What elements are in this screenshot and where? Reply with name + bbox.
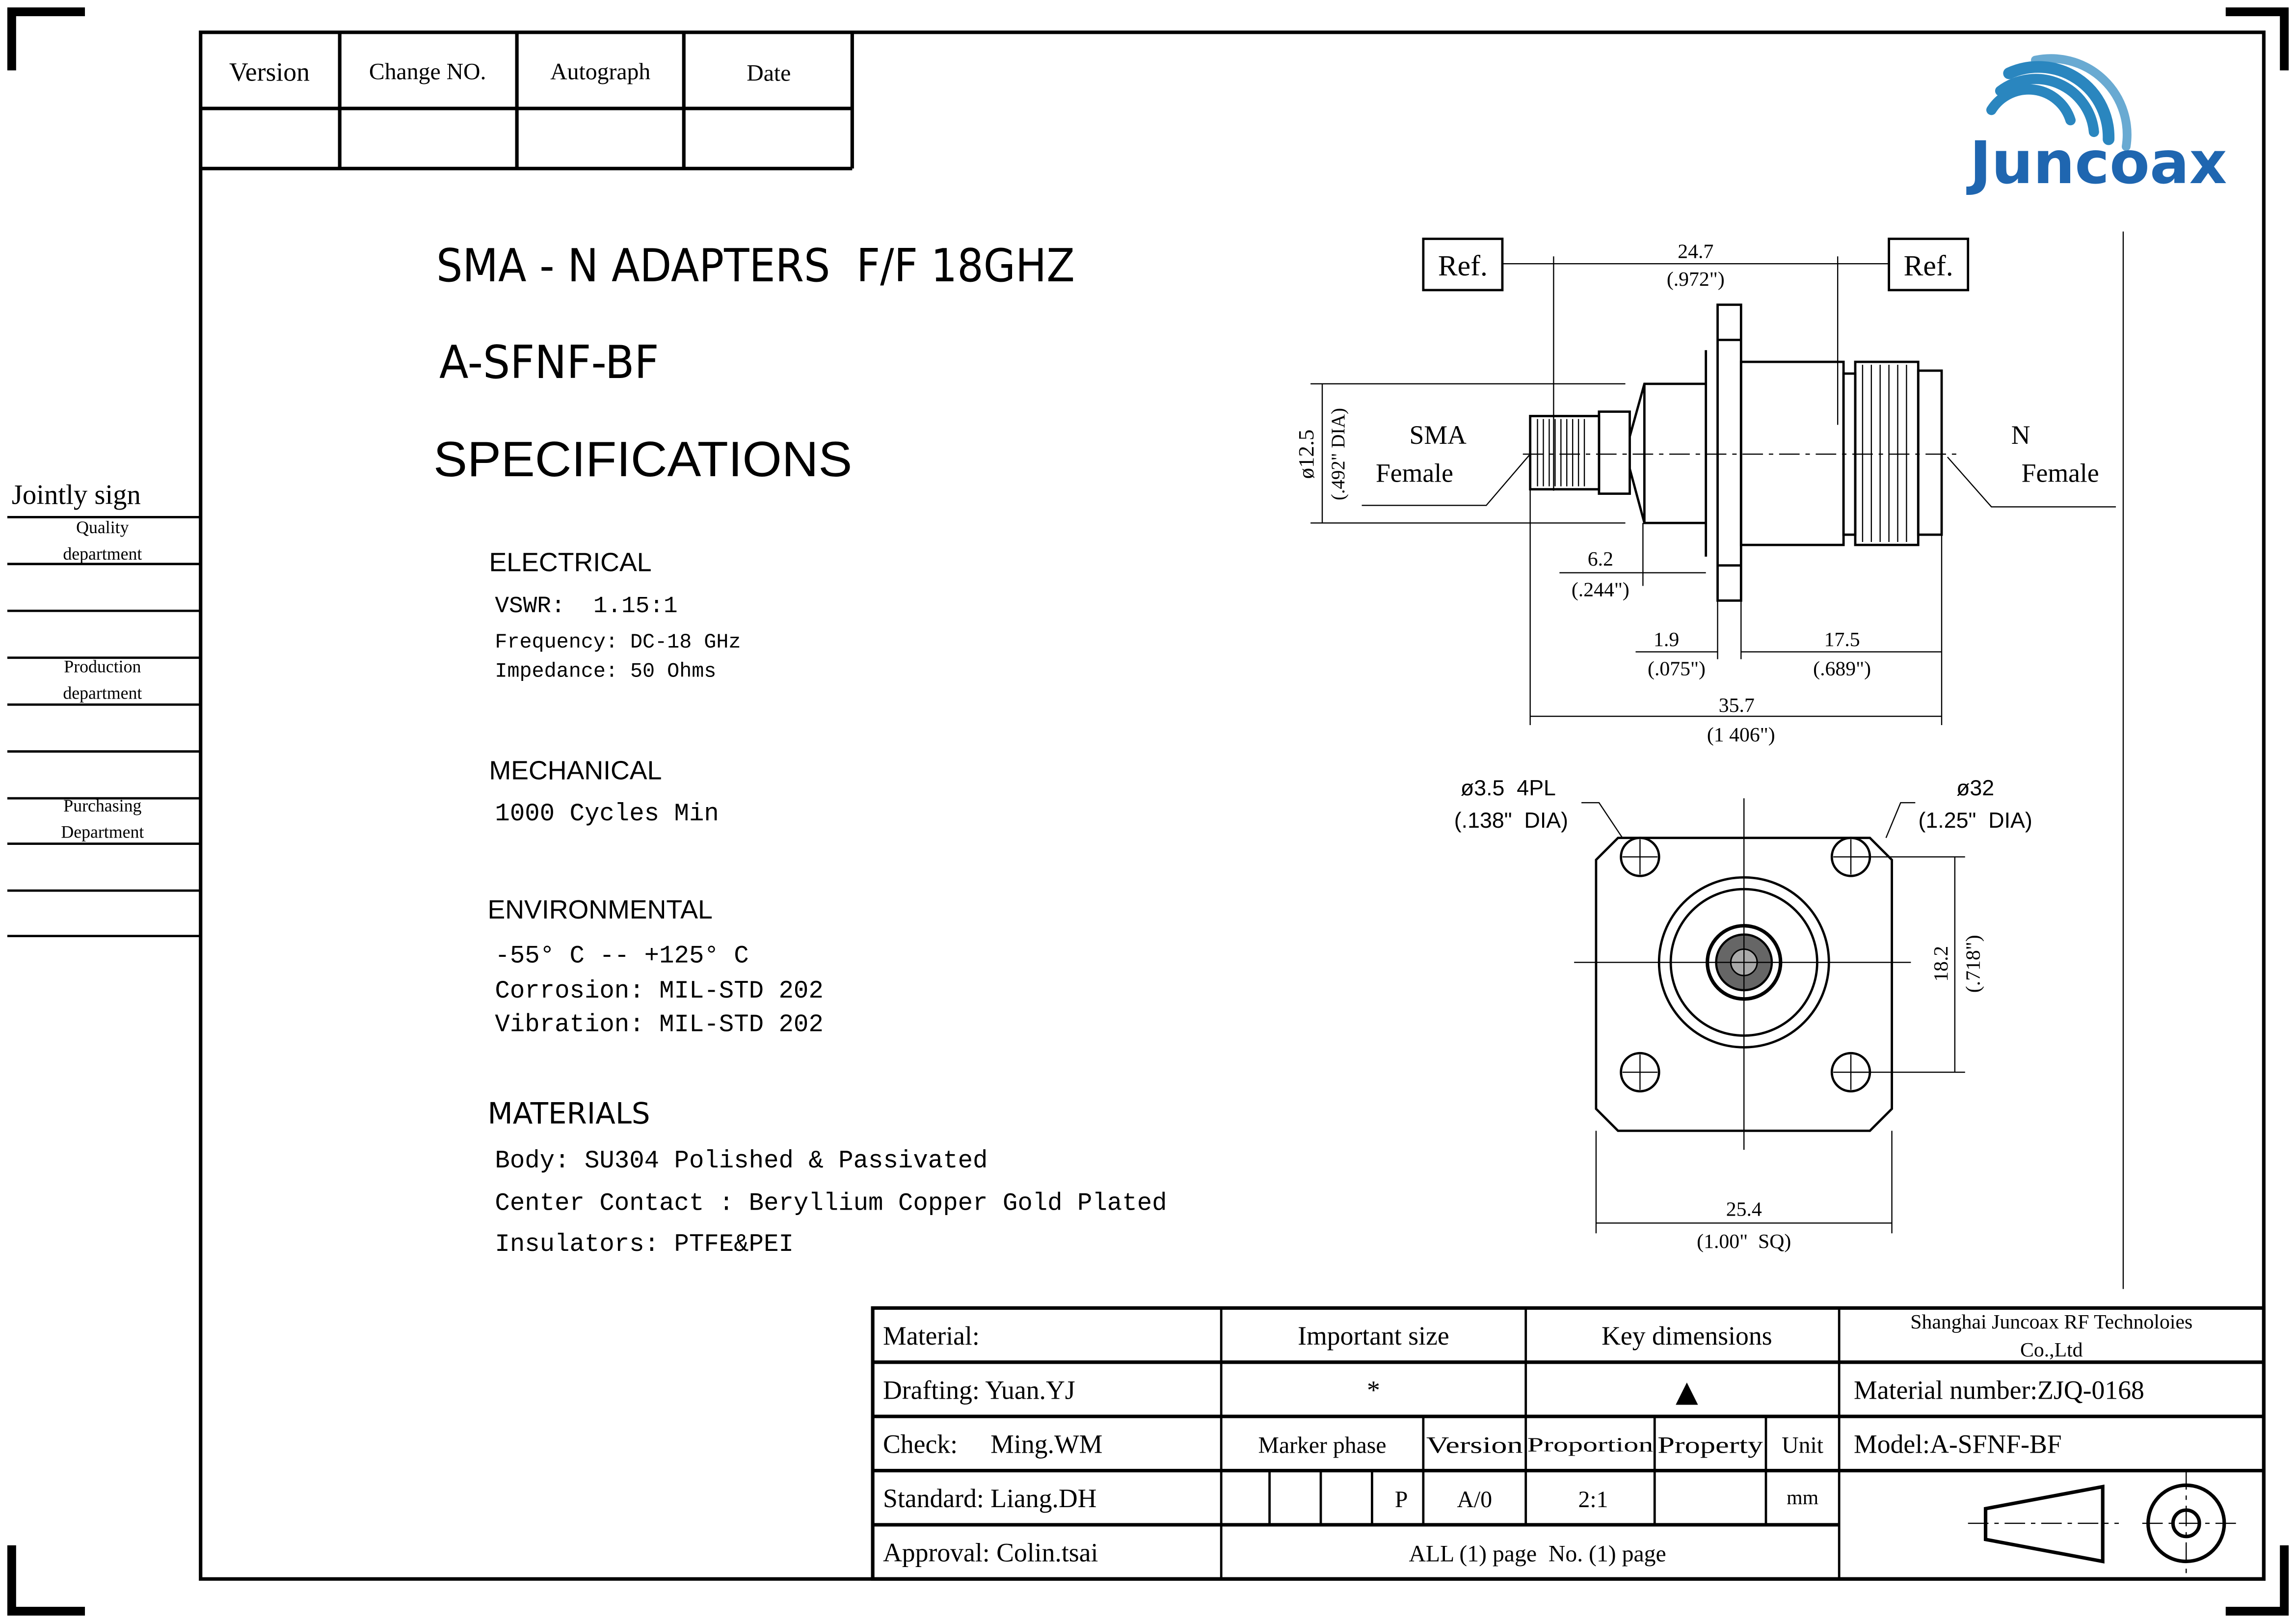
marker-phase-label: Marker phase [1258, 1433, 1387, 1459]
n-label: N [2011, 420, 2030, 450]
model: Model:A-SFNF-BF [1854, 1430, 2062, 1459]
dim-1-9: 1.9 [1654, 628, 1679, 651]
dept-quality-2: department [63, 544, 142, 564]
version-label: Version [1426, 1433, 1523, 1459]
product-title: SMA - N ADAPTERS F/F 18GHZ [436, 239, 1075, 292]
flange-dia-in: (1.25" DIA) [1919, 808, 2032, 833]
rev-header-autograph: Autograph [550, 58, 650, 84]
sma-label-2: Female [1376, 459, 1453, 488]
n-label-2: Female [2022, 459, 2099, 488]
projection-symbol-icon [1968, 1469, 2241, 1579]
dim-17-5: 17.5 [1824, 628, 1860, 651]
dim-25-4-in: (1.00" SQ) [1697, 1230, 1791, 1253]
mechanical-heading: MECHANICAL [489, 756, 662, 785]
dim-24-7-in: (.972") [1667, 268, 1725, 291]
material-label: Material: [883, 1321, 980, 1351]
dim-dia-12-5: ø12.5 [1294, 430, 1318, 479]
part-number: A-SFNF-BF [439, 336, 659, 389]
side-view-drawing: Ref. Ref. 24.7 (.972") ø12.5 (.492" DIA)… [1294, 231, 2124, 1289]
unit-label: Unit [1782, 1433, 1823, 1459]
rev-header-version: Version [229, 57, 310, 86]
rev-header-date: Date [747, 60, 791, 86]
spec-insulators: Insulators: PTFE&PEI [495, 1231, 794, 1259]
electrical-heading: ELECTRICAL [489, 548, 651, 577]
hole-label-in: (.138" DIA) [1454, 808, 1568, 833]
spec-temperature: -55° C -- +125° C [495, 942, 748, 970]
sma-label: SMA [1410, 420, 1467, 450]
dim-18-2: 18.2 [1930, 946, 1952, 982]
company-name: Shanghai Juncoax RF Technoloies [1910, 1311, 2192, 1333]
dim-6-2: 6.2 [1588, 548, 1613, 570]
important-size-label: Important size [1298, 1321, 1449, 1351]
dept-production: Production [64, 657, 141, 676]
jointly-sign-title: Jointly sign [12, 479, 141, 510]
spec-contact: Center Contact : Beryllium Copper Gold P… [495, 1190, 1167, 1217]
spec-vswr: VSWR: 1.15:1 [495, 593, 677, 620]
front-view-drawing: 18.2 (.718") 25.4 (1.00" SQ) ø3.5 4PL (.… [1454, 776, 2032, 1253]
jointly-sign-panel: Jointly sign Quality department Producti… [7, 479, 201, 937]
dept-quality: Quality [76, 517, 129, 537]
dim-35-7: 35.7 [1719, 694, 1755, 717]
flange-dia: ø32 [1956, 776, 1994, 800]
standard: Standard: Liang.DH [883, 1484, 1096, 1513]
check: Check: Ming.WM [883, 1430, 1102, 1459]
spec-corrosion: Corrosion: MIL-STD 202 [495, 977, 823, 1005]
phase-value: P [1395, 1487, 1408, 1513]
juncoax-logo: Juncoax [1966, 54, 2227, 197]
logo-text: Juncoax [1966, 129, 2227, 197]
key-dimension-triangle-icon: ▲ [1668, 1371, 1706, 1413]
page-count: ALL (1) page No. (1) page [1409, 1541, 1666, 1567]
proportion-value: 2:1 [1578, 1487, 1608, 1513]
version-value: A/0 [1457, 1487, 1493, 1513]
specifications: ELECTRICAL VSWR: 1.15:1 Frequency: DC-18… [487, 548, 1167, 1259]
dept-purchasing-2: Department [61, 822, 144, 842]
dim-17-5-in: (.689") [1813, 658, 1871, 680]
spec-body: Body: SU304 Polished & Passivated [495, 1147, 988, 1175]
key-dimensions-label: Key dimensions [1602, 1321, 1772, 1351]
dim-dia-in: (.492" DIA) [1328, 408, 1349, 500]
unit-value: mm [1787, 1487, 1818, 1509]
important-symbol: * [1367, 1375, 1380, 1405]
spec-frequency: Frequency: DC-18 GHz [495, 630, 741, 654]
dim-24-7: 24.7 [1678, 240, 1713, 263]
materials-heading: MATERIALS [487, 1097, 650, 1131]
property-label: Property [1657, 1433, 1763, 1459]
spec-cycles: 1000 Cycles Min [495, 800, 719, 828]
material-number: Material number:ZJQ-0168 [1854, 1375, 2144, 1405]
ref-right: Ref. [1904, 249, 1953, 282]
corner-marks [7, 7, 2289, 1616]
proportion-label: Proportion [1527, 1434, 1654, 1457]
dept-production-2: department [63, 683, 142, 703]
title-block: Material: Important size Key dimensions … [871, 1306, 2266, 1581]
dim-18-2-in: (.718") [1962, 935, 1985, 993]
approval: Approval: Colin.tsai [883, 1538, 1098, 1568]
company-name-2: Co.,Ltd [2020, 1339, 2083, 1361]
dept-purchasing: Purchasing [63, 796, 141, 815]
revision-table: Version Change NO. Autograph Date [200, 32, 854, 170]
spec-vibration: Vibration: MIL-STD 202 [495, 1011, 823, 1039]
dim-25-4: 25.4 [1726, 1198, 1762, 1220]
dim-35-7-in: (1 406") [1707, 724, 1775, 746]
spec-impedance: Impedance: 50 Ohms [495, 660, 716, 683]
rev-header-change: Change NO. [369, 58, 486, 84]
specs-heading: SPECIFICATIONS [433, 432, 852, 487]
dim-6-2-in: (.244") [1572, 578, 1629, 601]
hole-label: ø3.5 4PL [1461, 776, 1556, 800]
dim-1-9-in: (.075") [1648, 658, 1706, 680]
ref-left: Ref. [1438, 249, 1488, 282]
drafting: Drafting: Yuan.YJ [883, 1375, 1075, 1405]
environmental-heading: ENVIRONMENTAL [487, 895, 712, 924]
